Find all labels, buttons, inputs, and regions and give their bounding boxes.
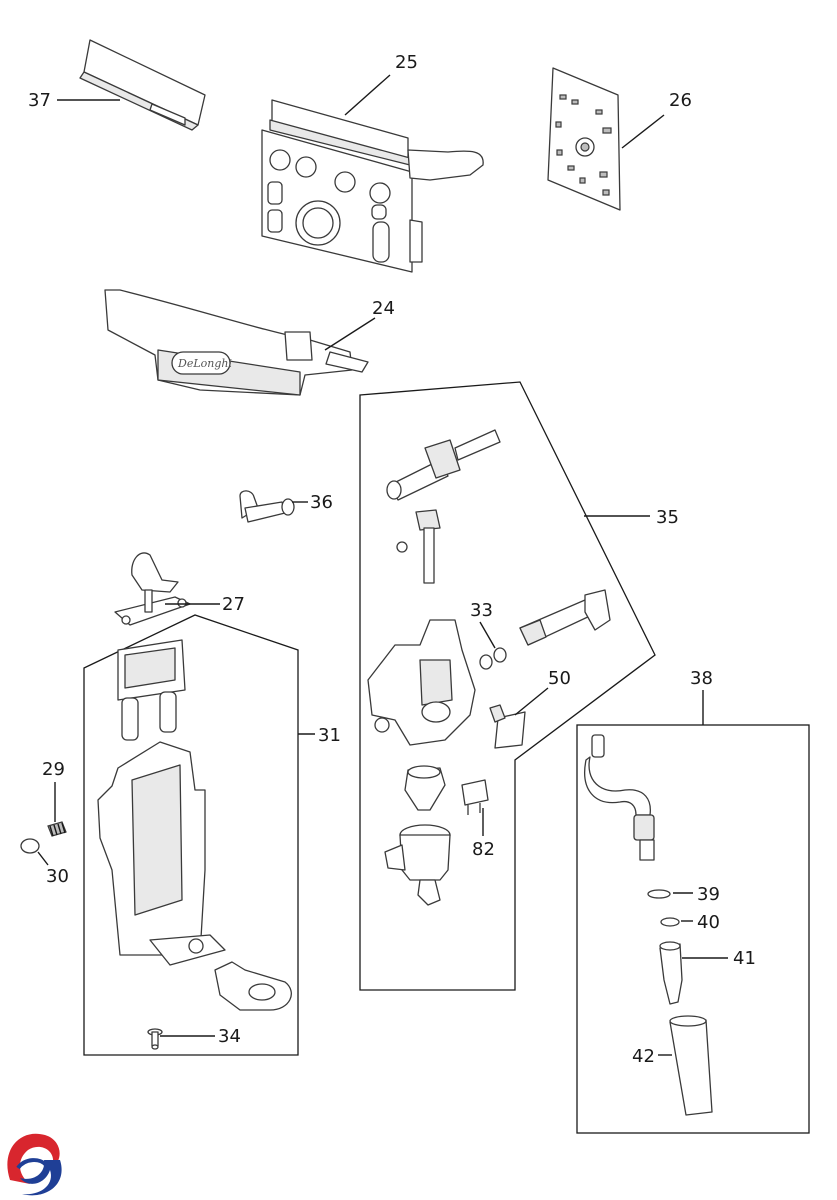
label-34: 34 — [218, 1026, 241, 1047]
part-34-screw — [147, 1028, 163, 1050]
part-35-outlet — [384, 824, 451, 906]
label-41: 41 — [733, 948, 756, 969]
part-38-steam-tube — [584, 734, 655, 861]
part-33-gaskets — [479, 647, 507, 670]
label-29: 29 — [42, 759, 65, 780]
leader-25 — [344, 74, 391, 116]
part-39-ring — [647, 889, 671, 899]
label-82: 82 — [472, 839, 495, 860]
part-35-piston — [519, 589, 611, 646]
group-38-frame — [576, 724, 810, 1134]
part-30-cap — [20, 838, 40, 854]
label-31: 31 — [318, 725, 341, 746]
part-31-tank-key — [214, 961, 292, 1011]
leader-50 — [514, 687, 549, 716]
part-35-valve-stem — [396, 509, 441, 584]
leader-26 — [621, 114, 665, 149]
part-31-water-tank-upper — [117, 639, 186, 741]
label-39: 39 — [697, 884, 720, 905]
label-36: 36 — [310, 492, 333, 513]
label-37: 37 — [28, 90, 51, 111]
label-33: 33 — [470, 600, 493, 621]
part-25-control-panel — [261, 99, 484, 273]
label-50: 50 — [548, 668, 571, 689]
label-42: 42 — [632, 1046, 655, 1067]
label-38: 38 — [690, 668, 713, 689]
part-35-valve-body — [367, 619, 476, 746]
part-26-circuit-board — [547, 67, 621, 211]
part-35-shaft-assembly — [386, 429, 501, 501]
part-40-ring — [660, 917, 680, 927]
part-35-spout — [404, 765, 446, 811]
label-26: 26 — [669, 90, 692, 111]
part-36-clip — [239, 490, 295, 523]
leader-24 — [324, 317, 376, 351]
label-30: 30 — [46, 866, 69, 887]
part-37-button-strip — [79, 39, 206, 131]
company-logo — [7, 1133, 62, 1196]
label-27: 27 — [222, 594, 245, 615]
part-27-bracket — [114, 552, 191, 626]
label-25: 25 — [395, 52, 418, 73]
group-35-frame — [359, 381, 656, 991]
part-82-micro-switch — [461, 779, 489, 815]
leader-33 — [479, 621, 496, 649]
part-41-nozzle — [659, 941, 683, 1005]
brand-text: DeLonghi — [177, 357, 232, 370]
label-35: 35 — [656, 507, 679, 528]
group-31-frame — [83, 614, 299, 1056]
part-31-water-tank-lower — [97, 741, 226, 966]
part-29-spring — [47, 821, 67, 837]
label-24: 24 — [372, 298, 395, 319]
part-42-sleeve — [669, 1015, 713, 1116]
label-40: 40 — [697, 912, 720, 933]
part-24-front-panel: DeLonghi — [104, 289, 369, 396]
leader-30 — [37, 851, 49, 866]
